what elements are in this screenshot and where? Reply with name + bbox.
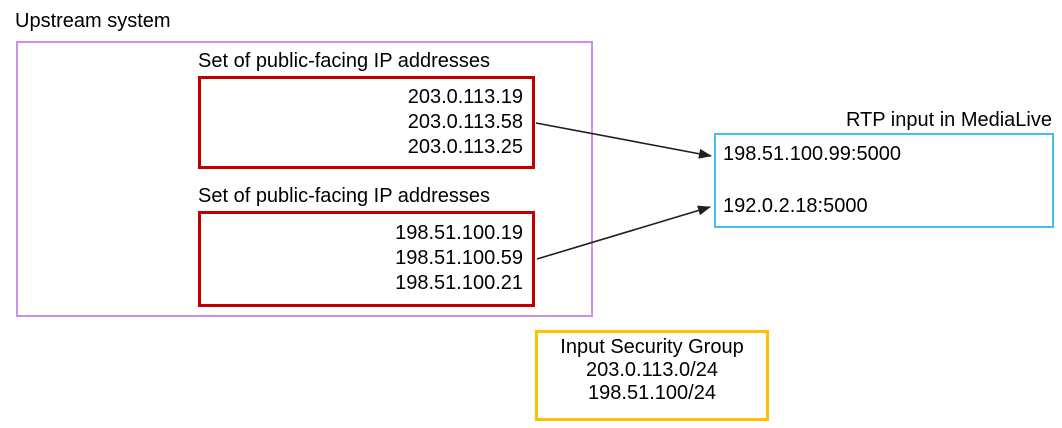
medialive-endpoint: 198.51.100.99:5000 [723, 143, 901, 165]
security-group-cidr: 203.0.113.0/24 [586, 359, 718, 381]
input-security-group-box: Input Security Group 203.0.113.0/24 198.… [535, 330, 769, 421]
ip-set-2-label: Set of public-facing IP addresses [198, 185, 491, 207]
ip-address: 198.51.100.21 [395, 272, 523, 294]
ip-address: 203.0.113.25 [407, 136, 523, 158]
upstream-system-label: Upstream system [15, 10, 171, 32]
ip-address: 203.0.113.58 [407, 111, 523, 133]
ip-set-1-label: Set of public-facing IP addresses [198, 50, 491, 72]
security-group-title: Input Security Group [560, 336, 744, 358]
ip-address: 198.51.100.59 [395, 247, 523, 269]
ip-address: 198.51.100.19 [395, 222, 523, 244]
medialive-input-box: 198.51.100.99:5000 192.0.2.18:5000 [714, 133, 1054, 228]
ip-set-1-box: 203.0.113.19 203.0.113.58 203.0.113.25 [198, 76, 535, 169]
upstream-system-box [16, 41, 593, 317]
ip-set-2-box: 198.51.100.19 198.51.100.59 198.51.100.2… [198, 211, 535, 307]
ip-address: 203.0.113.19 [407, 86, 523, 108]
medialive-title: RTP input in MediaLive [845, 109, 1052, 131]
medialive-endpoint: 192.0.2.18:5000 [723, 195, 868, 217]
security-group-cidr: 198.51.100/24 [588, 382, 716, 404]
